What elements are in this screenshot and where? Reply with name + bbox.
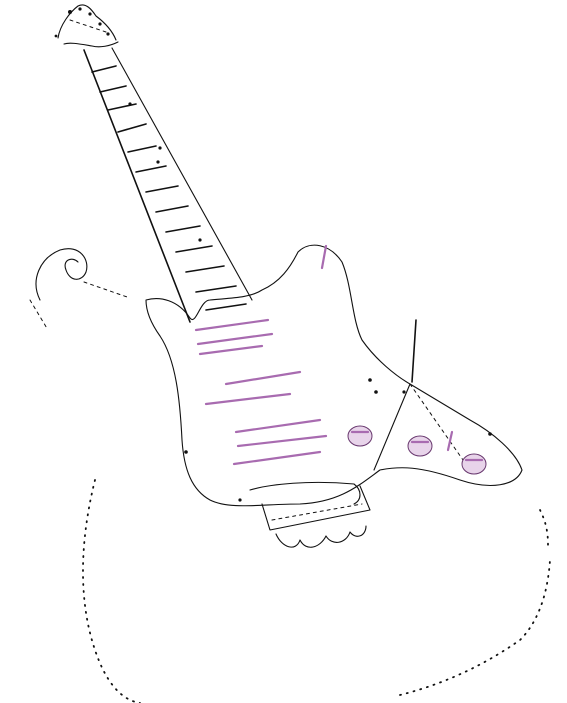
guitar-fret-markers	[128, 102, 202, 242]
guitar-pickup-middle	[204, 370, 302, 406]
guitar-frets	[91, 65, 247, 311]
guitar-neck	[83, 47, 253, 323]
guitar-bridge	[249, 481, 371, 548]
guitar-headstock	[54, 4, 119, 48]
guitar-pickup-bridge	[232, 418, 328, 466]
guitar-tremolo-arm	[320, 244, 454, 452]
guitar-knob-volume	[347, 425, 373, 447]
guitar-cable-loop	[29, 248, 131, 331]
guitar-knob-tone-1	[407, 435, 433, 457]
guitar-pickup-neck	[194, 318, 274, 356]
guitar-body	[145, 244, 523, 507]
guitar-screws	[184, 378, 492, 502]
guitar-knob-tone-2	[461, 453, 487, 475]
guitar-body-shadow-outline	[82, 479, 551, 703]
